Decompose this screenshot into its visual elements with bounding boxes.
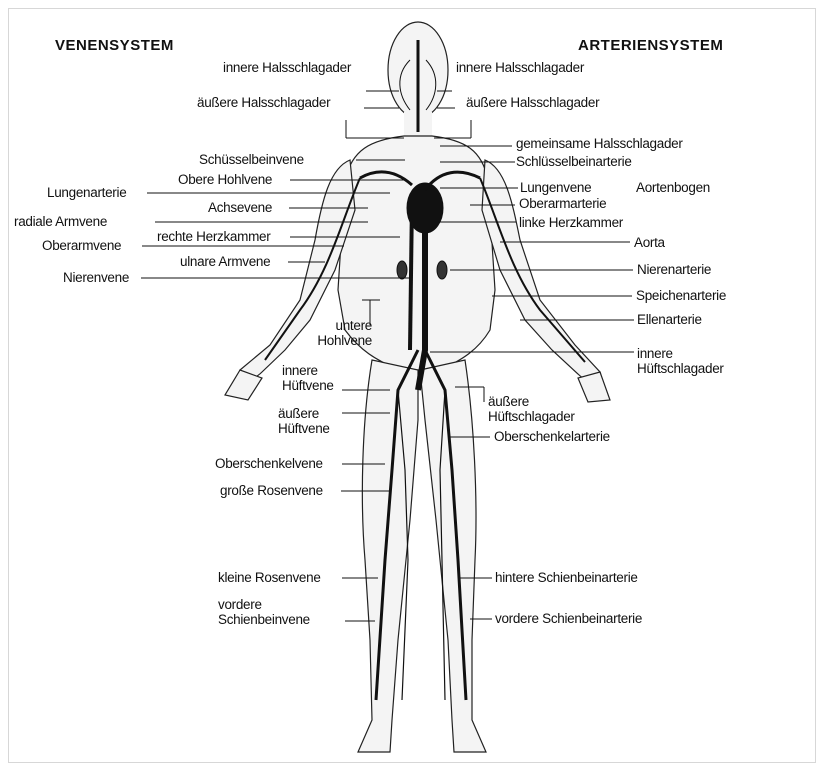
label-vordere-schienbeinvene: vordere Schienbeinvene — [218, 597, 310, 627]
label-ellenarterie: Ellenarterie — [637, 312, 702, 327]
label-vordere-schienbeinarterie: vordere Schienbeinarterie — [495, 611, 642, 626]
label-oberarmarterie: Oberarmarterie — [519, 196, 606, 211]
label-speichenarterie: Speichenarterie — [636, 288, 726, 303]
label-obere-hohlvene: Obere Hohlvene — [178, 172, 272, 187]
label-innere-hueftvene: innere Hüftvene — [282, 363, 334, 393]
label-gemeinsame-halsschlagader: gemeinsame Halsschlagader — [516, 136, 683, 151]
label-lungenvene: Lungenvene — [520, 180, 591, 195]
label-lungenarterie: Lungenarterie — [47, 185, 126, 200]
label-oberarmvene: Oberarmvene — [42, 238, 121, 253]
label-innere-hueftschlagader: innere Hüftschlagader — [637, 346, 724, 376]
label-grosse-rosenvene: große Rosenvene — [220, 483, 323, 498]
label-schluesselbeinvene: Schüsselbeinvene — [199, 152, 304, 167]
venous-system-heading: VENENSYSTEM — [55, 37, 174, 54]
label-aeussere-halsschlagader-right: äußere Halsschlagader — [466, 95, 599, 110]
label-innere-halsschlagader-left: innere Halsschlagader — [223, 60, 351, 75]
label-aorta: Aorta — [634, 235, 665, 250]
label-innere-halsschlagader-right: innere Halsschlagader — [456, 60, 584, 75]
arterial-system-heading: ARTERIENSYSTEM — [578, 37, 723, 54]
label-linke-herzkammer: linke Herzkammer — [519, 215, 623, 230]
label-rechte-herzkammer: rechte Herzkammer — [157, 229, 270, 244]
label-oberschenkelvene: Oberschenkelvene — [215, 456, 323, 471]
label-nierenvene: Nierenvene — [63, 270, 129, 285]
label-schluesselbeinarterie: Schlüsselbeinarterie — [516, 154, 632, 169]
label-aortenbogen: Aortenbogen — [636, 180, 710, 195]
label-aeussere-hueftschlagader: äußere Hüftschlagader — [488, 394, 575, 424]
label-untere-hohlvene: untere Hohlvene — [316, 318, 372, 348]
label-radiale-armvene: radiale Armvene — [14, 214, 107, 229]
label-hintere-schienbeinarterie: hintere Schienbeinarterie — [495, 570, 638, 585]
label-ulnare-armvene: ulnare Armvene — [180, 254, 270, 269]
label-oberschenkelarterie: Oberschenkelarterie — [494, 429, 610, 444]
label-aeussere-hueftvene: äußere Hüftvene — [278, 406, 330, 436]
label-nierenarterie: Nierenarterie — [637, 262, 711, 277]
label-achsevene: Achsevene — [208, 200, 272, 215]
label-aeussere-halsschlagader-left: äußere Halsschlagader — [197, 95, 330, 110]
label-kleine-rosenvene: kleine Rosenvene — [218, 570, 321, 585]
